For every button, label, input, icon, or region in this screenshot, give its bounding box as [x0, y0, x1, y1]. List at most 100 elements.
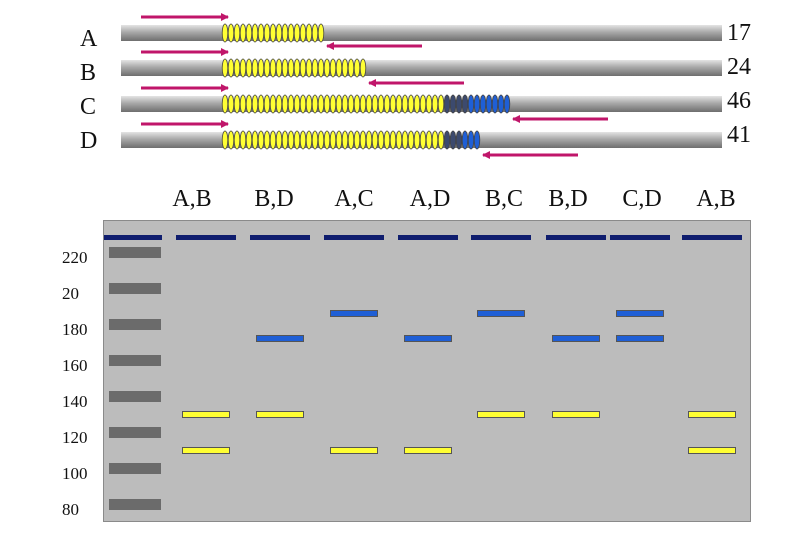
yellow-repeat-unit — [275, 23, 283, 43]
yellow-repeat-unit — [233, 130, 241, 150]
yellow-repeat-unit — [299, 58, 307, 78]
yellow-repeat-unit — [395, 94, 403, 114]
gel-panel — [103, 220, 751, 522]
lane-well-1 — [176, 235, 236, 240]
ladder-label-6: 120 — [62, 428, 88, 447]
gel-band — [330, 310, 378, 318]
yellow-repeat-unit — [275, 94, 283, 114]
dark-repeat-unit — [449, 130, 457, 150]
yellow-repeat-unit — [353, 94, 361, 114]
repeat-count-d: 41 — [727, 122, 751, 148]
yellow-repeat-unit — [269, 130, 277, 150]
yellow-repeat-unit — [263, 94, 271, 114]
yellow-repeat-unit — [341, 130, 349, 150]
yellow-repeat-unit — [413, 130, 421, 150]
yellow-repeat-unit — [419, 130, 427, 150]
yellow-repeat-unit — [371, 94, 379, 114]
yellow-repeat-unit — [251, 23, 259, 43]
yellow-repeat-unit — [281, 58, 289, 78]
yellow-repeat-unit — [395, 130, 403, 150]
yellow-repeat-unit — [323, 94, 331, 114]
repeat-count-c: 46 — [727, 88, 751, 114]
yellow-repeat-unit — [347, 130, 355, 150]
yellow-repeat-unit — [329, 58, 337, 78]
dna-strand-b — [121, 60, 722, 76]
yellow-repeat-unit — [305, 23, 313, 43]
repeat-count-a: 17 — [727, 20, 751, 46]
gel-band — [404, 335, 452, 343]
yellow-repeat-unit — [245, 23, 253, 43]
yellow-repeat-unit — [347, 94, 355, 114]
ladder-label-2: 20 — [62, 284, 79, 303]
yellow-repeat-unit — [383, 130, 391, 150]
lane-label-2: B,D — [254, 186, 294, 212]
allele-label-b: B — [80, 60, 97, 86]
yellow-repeat-unit — [269, 23, 277, 43]
yellow-repeat-unit — [227, 58, 235, 78]
yellow-repeat-unit — [305, 130, 313, 150]
dark-repeat-unit — [461, 94, 469, 114]
yellow-repeat-unit — [293, 94, 301, 114]
yellow-repeat-unit — [353, 58, 361, 78]
yellow-repeat-unit — [407, 94, 415, 114]
yellow-repeat-unit — [311, 23, 319, 43]
yellow-repeat-unit — [263, 58, 271, 78]
yellow-repeat-unit — [335, 58, 343, 78]
dark-repeat-unit — [449, 94, 457, 114]
yellow-repeat-unit — [437, 130, 445, 150]
ladder-label-5: 140 — [62, 392, 88, 411]
yellow-repeat-unit — [257, 23, 265, 43]
lane-label-4: A,D — [409, 186, 451, 212]
yellow-repeat-unit — [257, 130, 265, 150]
yellow-repeat-unit — [239, 23, 247, 43]
yellow-repeat-unit — [389, 130, 397, 150]
yellow-repeat-unit — [317, 23, 325, 43]
lane-well-4 — [398, 235, 458, 240]
yellow-repeat-unit — [383, 94, 391, 114]
lane-well-3 — [324, 235, 384, 240]
yellow-repeat-unit — [245, 94, 253, 114]
blue-repeat-unit — [503, 94, 511, 114]
ladder-band — [109, 391, 161, 402]
ladder-label-4: 160 — [62, 356, 88, 375]
gel-band — [182, 411, 230, 418]
yellow-repeat-unit — [227, 23, 235, 43]
yellow-repeat-unit — [233, 23, 241, 43]
yellow-repeat-unit — [401, 94, 409, 114]
lane-well-8 — [682, 235, 742, 240]
yellow-repeat-unit — [377, 94, 385, 114]
blue-repeat-unit — [479, 94, 487, 114]
ladder-label-8: 80 — [62, 500, 79, 519]
gel-band — [616, 335, 664, 343]
yellow-repeat-unit — [221, 58, 229, 78]
yellow-repeat-unit — [263, 130, 271, 150]
yellow-repeat-unit — [221, 130, 229, 150]
yellow-repeat-unit — [269, 94, 277, 114]
yellow-repeat-unit — [239, 130, 247, 150]
lane-label-7: C,D — [622, 186, 662, 212]
yellow-repeat-unit — [287, 23, 295, 43]
yellow-repeat-unit — [251, 130, 259, 150]
allele-row-c — [121, 84, 722, 123]
yellow-repeat-unit — [275, 130, 283, 150]
yellow-repeat-unit — [299, 94, 307, 114]
yellow-repeat-unit — [419, 94, 427, 114]
yellow-repeat-unit — [407, 130, 415, 150]
yellow-repeat-unit — [311, 58, 319, 78]
yellow-repeat-unit — [245, 130, 253, 150]
yellow-repeat-unit — [323, 58, 331, 78]
yellow-repeat-unit — [269, 58, 277, 78]
dark-repeat-unit — [455, 94, 463, 114]
lane-well-5 — [471, 235, 531, 240]
gel-band — [256, 411, 304, 418]
yellow-repeat-unit — [227, 130, 235, 150]
ladder-band — [109, 463, 161, 474]
blue-repeat-unit — [467, 130, 475, 150]
yellow-repeat-unit — [335, 130, 343, 150]
yellow-repeat-unit — [221, 94, 229, 114]
lane-well-2 — [250, 235, 310, 240]
dark-repeat-unit — [443, 130, 451, 150]
repeat-count-b: 24 — [727, 54, 751, 80]
yellow-repeat-unit — [389, 94, 397, 114]
yellow-repeat-unit — [227, 94, 235, 114]
